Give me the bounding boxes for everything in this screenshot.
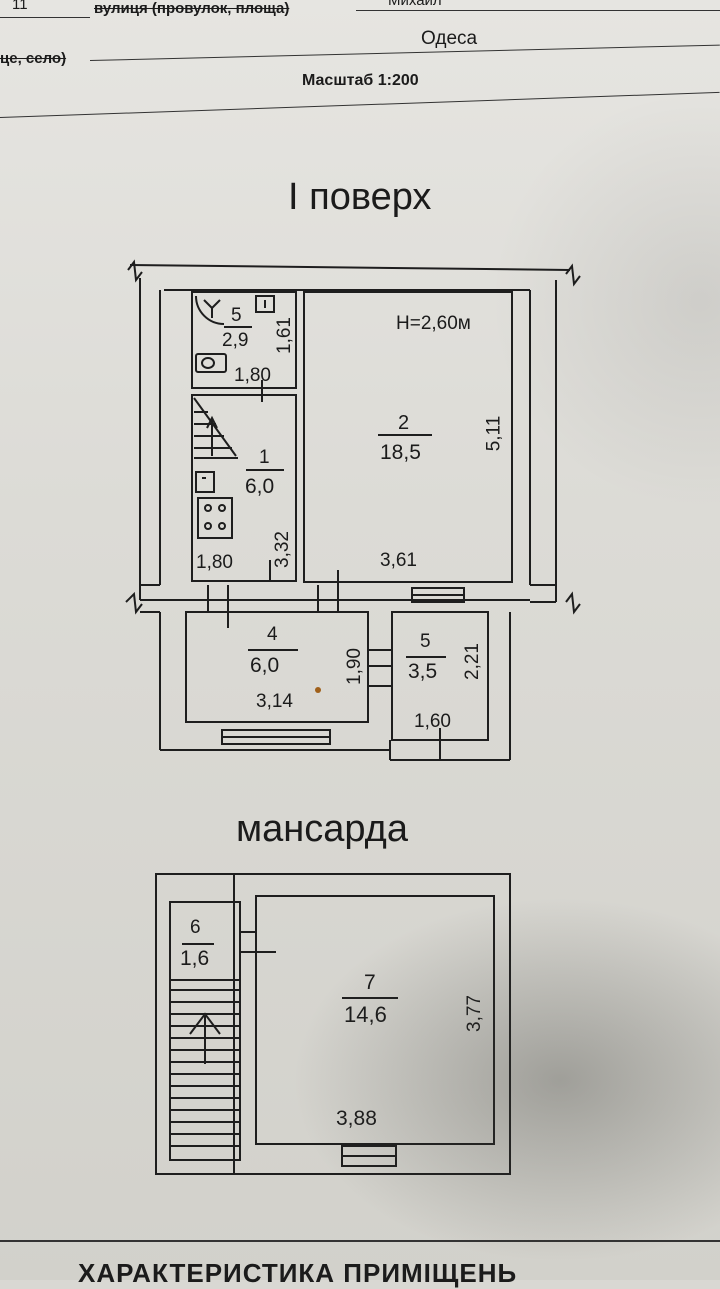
room-7-number: 7: [364, 971, 376, 994]
room-6-number: 6: [190, 917, 201, 938]
room-5b-number: 5: [420, 631, 431, 652]
header-underline: [356, 10, 720, 11]
dim-r5b-height: 2,21: [461, 643, 483, 680]
room-6-area: 1,6: [180, 947, 210, 970]
room-4-number: 4: [267, 624, 278, 645]
scale-label: Масштаб 1:200: [302, 72, 419, 89]
room-5b-area: 3,5: [408, 660, 438, 683]
house-number: 11: [12, 0, 28, 13]
room-5-number: 5: [231, 305, 242, 326]
room-1-number: 1: [259, 447, 270, 468]
dim-r1-width: 1,80: [196, 552, 233, 573]
dim-r2-height: 5,11: [483, 415, 505, 452]
footer-heading: ХАРАКТЕРИСТИКА ПРИМІЩЕНЬ: [78, 1258, 518, 1288]
dim-r1-height: 3,32: [271, 531, 293, 568]
room-1-area: 6,0: [245, 475, 275, 498]
dim-r2-width: 3,61: [380, 550, 417, 571]
dim-r7-width: 3,88: [336, 1107, 377, 1130]
city-name: Одеса: [421, 28, 478, 49]
footer-divider: [0, 1240, 720, 1242]
dim-r7-height: 3,77: [463, 995, 485, 1032]
room-5-area: 2,9: [222, 330, 249, 351]
street-value: Михайл: [388, 0, 442, 9]
floor1-title: І поверх: [288, 176, 432, 218]
room-4-area: 6,0: [250, 654, 280, 677]
dim-r5b-width: 1,60: [414, 711, 451, 732]
attic-title: мансарда: [236, 808, 408, 850]
room-7-area: 14,6: [344, 1002, 387, 1027]
room-2-area: 18,5: [380, 441, 421, 464]
ink-dot: [315, 687, 321, 693]
dim-r4-height: 1,90: [343, 648, 365, 685]
height-note: H=2,60м: [396, 313, 471, 334]
dim-r5-width: 1,80: [234, 365, 271, 386]
header-underline: [0, 17, 90, 18]
settlement-label: це, село): [0, 50, 67, 67]
room-2-number: 2: [398, 412, 410, 434]
dim-r4-width: 3,14: [256, 691, 293, 712]
street-label: вулиця (провулок, площа): [94, 0, 290, 17]
dim-r5-height: 1,61: [273, 317, 295, 354]
